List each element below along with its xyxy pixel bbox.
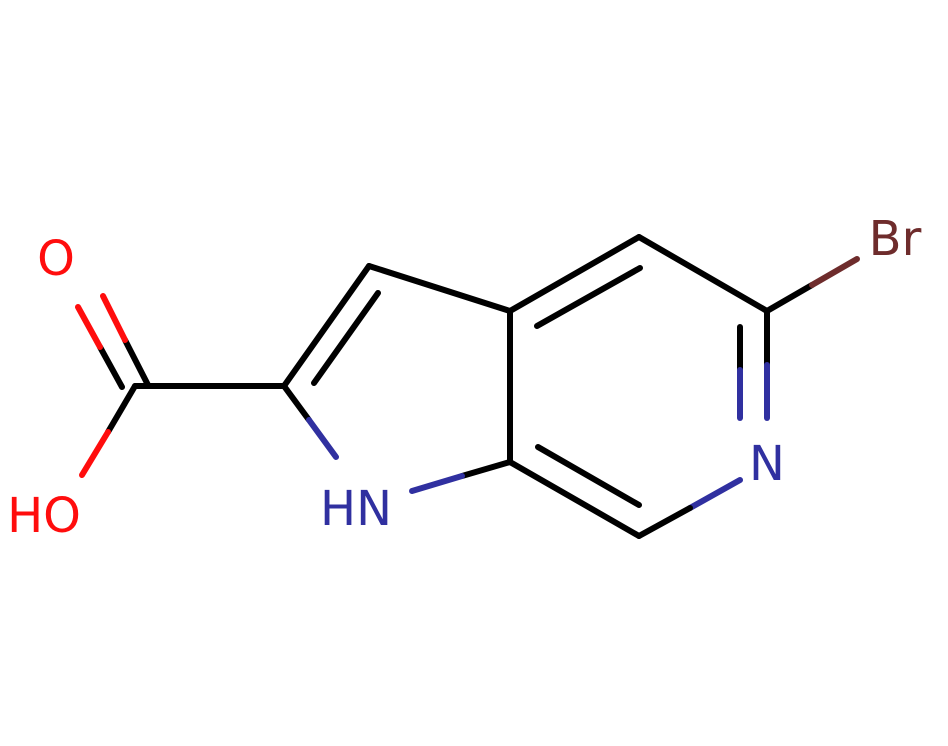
atom-label-pyridine-nitrogen: N [749, 436, 785, 492]
bond-c3a-c4 [507, 234, 642, 314]
bond-c5-br-bromine [809, 256, 860, 288]
bond-c2-n1-carbon [281, 383, 312, 423]
bond-c7a-n1-nitrogen [409, 473, 465, 494]
bond-n6-c7-nitrogen [687, 477, 743, 511]
atom-label-bromine: Br [869, 211, 922, 267]
bond-c4-c5 [636, 234, 770, 314]
bond-c2-c3 [281, 263, 372, 389]
bond-c5-br-carbon [764, 282, 815, 314]
bond-n6-c7-carbon [636, 505, 693, 539]
bond-c-oh-oxygen [79, 429, 111, 478]
bond-c-o-double-a-oxygen [75, 304, 103, 350]
bond-c3a-c4-inner [534, 265, 643, 329]
bond-c3-c3a [366, 263, 513, 314]
bonds [75, 234, 860, 539]
atom-label-carbonyl-oxygen: O [37, 231, 75, 287]
atom-label-hydroxyl: HO [7, 488, 81, 544]
bond-c-oh-carbon [105, 383, 138, 435]
bond-c-o-double-a-carbon [97, 344, 125, 390]
bond-c-o-double-b-carbon [122, 337, 151, 388]
atom-labels: O HO HN N Br [7, 211, 922, 544]
bond-c2-n1-nitrogen [306, 417, 339, 460]
atom-label-pyrrole-nitrogen: HN [320, 481, 392, 537]
bond-c7-c7a-inner [535, 444, 642, 508]
bond-c7a-n1-carbon [459, 459, 513, 479]
bond-c-o-double-b-oxygen [100, 293, 128, 343]
bond-c7-c7a [507, 459, 642, 539]
bond-c2-c3-inner [311, 290, 381, 386]
